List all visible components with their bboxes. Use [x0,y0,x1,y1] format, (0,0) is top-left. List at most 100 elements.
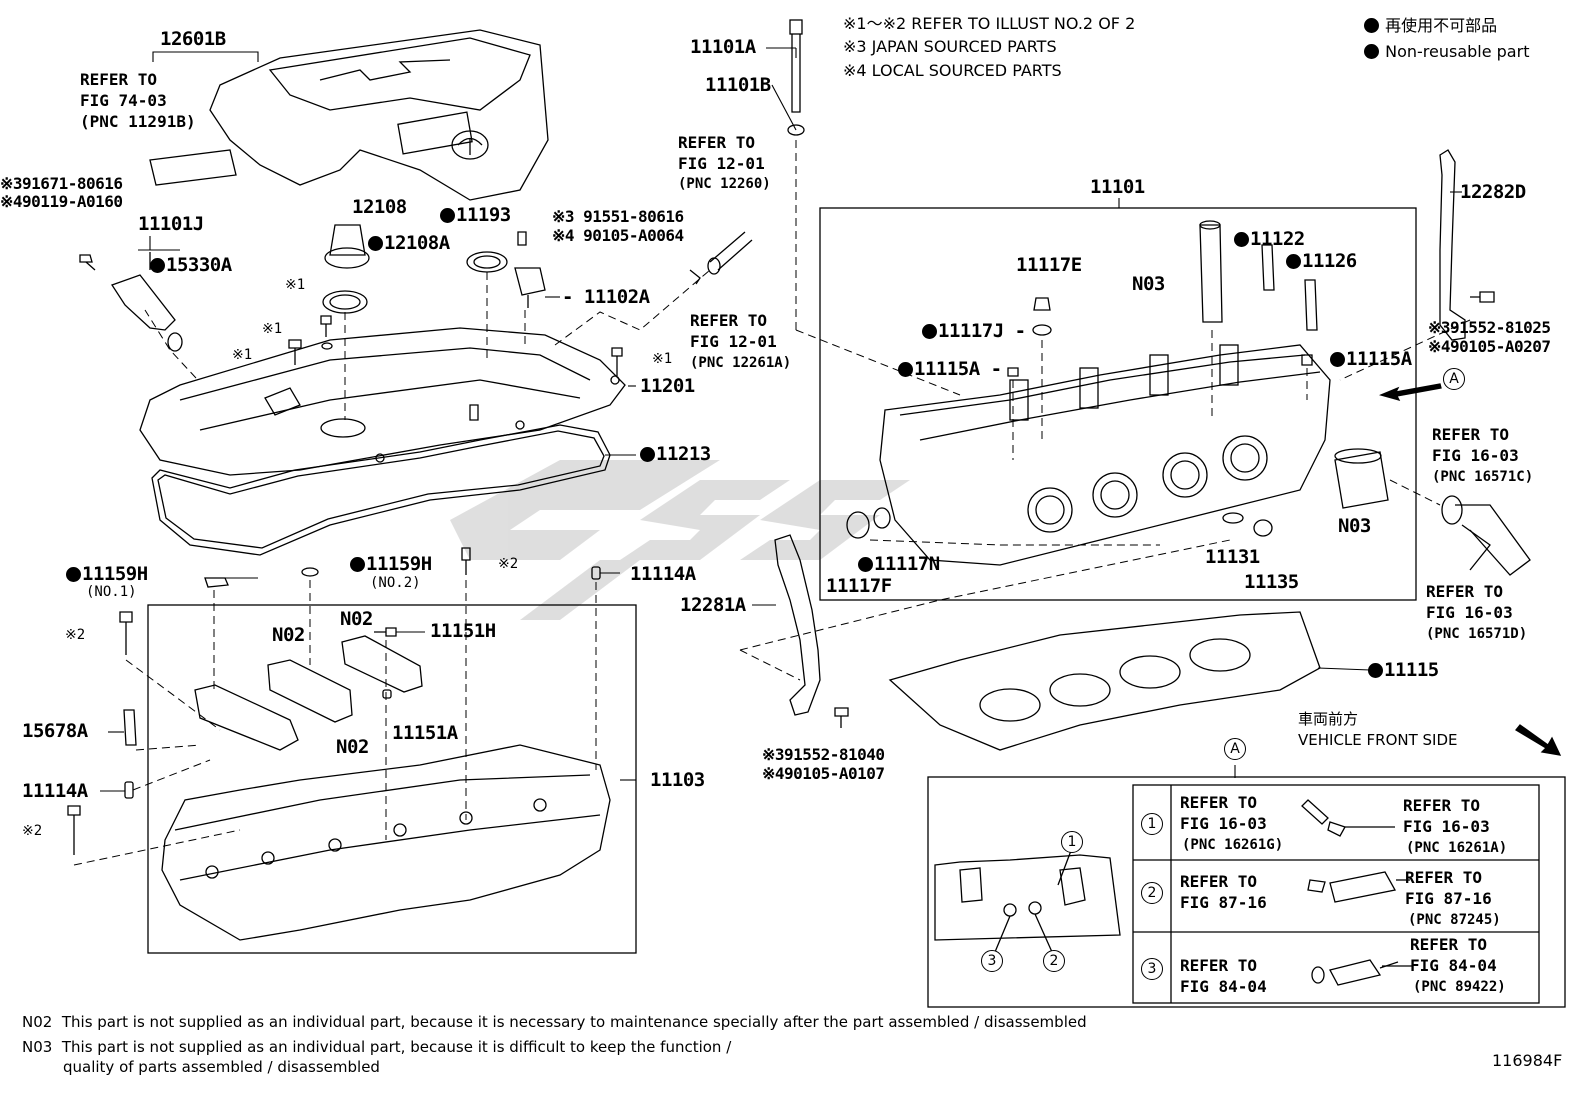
part-N03-upper[interactable]: N03 [1132,273,1165,295]
part-91552-81040[interactable]: ※391552-81040 [762,745,885,764]
cam-housing [161,744,611,941]
detail-row-1-left-3: (PNC 16261G) [1182,837,1284,853]
part-15330A[interactable]: 15330A [150,256,232,275]
symbol-1-c: ※1 [232,347,253,363]
figure-id: 116984F [1492,1051,1563,1070]
detail-row-3-left-2: FIG 84-04 [1180,977,1267,996]
part-11101A[interactable]: 11101A [690,36,756,58]
part-N03-lower[interactable]: N03 [1338,515,1371,537]
part-11103[interactable]: 11103 [650,769,705,791]
part-12281A[interactable]: 12281A [680,594,746,616]
detail-row-2-left-1: REFER TO [1180,872,1258,891]
head-bolt [787,19,805,136]
part-11159H-no2[interactable]: 11159H [350,555,432,574]
non-reusable-dot-icon [350,557,365,572]
ref-fig-16-03-c-line2: FIG 16-03 [1432,446,1519,465]
part-11151A[interactable]: 11151A [392,722,458,744]
part-12282D[interactable]: 12282D [1460,181,1526,203]
spark-plug-seal [466,251,508,273]
cam-sensor [514,231,546,308]
ref-fig-16-03-c-line3: (PNC 16571C) [1432,469,1534,485]
detail-row-2-right-2: FIG 87-16 [1405,889,1492,908]
non-reusable-dot-icon [66,567,81,582]
part-11201[interactable]: 11201 [640,375,695,397]
part-11115A-left[interactable]: 11115A - [898,360,1002,379]
part-11101J[interactable]: 11101J [138,213,204,235]
ref-fig-12-01-b-line3: (PNC 12261A) [690,355,792,371]
part-90105-A0064[interactable]: ※4 90105-A0064 [552,226,684,245]
cup-sleeve [1334,448,1389,509]
part-11193[interactable]: 11193 [440,206,511,225]
detail-row-2-right-1: REFER TO [1405,868,1483,887]
part-11117E[interactable]: 11117E [1016,254,1082,276]
ref-fig-12-01-b-line2: FIG 12-01 [690,332,777,351]
detail-row-3-right-2: FIG 84-04 [1410,956,1497,975]
symbol-1-a: ※1 [285,277,306,293]
part-91551-80616[interactable]: ※3 91551-80616 [552,207,684,226]
footnote-n02: N02 This part is not supplied as an indi… [22,1015,1087,1030]
water-hose [1441,495,1531,576]
part-15678A[interactable]: 15678A [22,720,88,742]
part-N02-a[interactable]: N02 [272,624,305,646]
vehicle-front-arrow [1515,724,1562,756]
symbol-2-c: ※2 [22,823,43,839]
part-11101[interactable]: 11101 [1090,176,1145,198]
part-11117N[interactable]: 11117N [858,555,940,574]
part-91671-80616[interactable]: ※391671-80616 [0,174,123,193]
footnote-n03-text: This part is not supplied as an individu… [61,1038,732,1056]
cam-housing-frame [147,604,637,954]
detail-callout-3: 3 [981,950,1003,972]
symbol-2-b: ※2 [65,627,86,643]
detail-row-2-right-3: (PNC 87245) [1408,912,1501,928]
ref-fig-74-03-line1: REFER TO [80,70,158,89]
part-90105-A0107[interactable]: ※490105-A0107 [762,764,885,783]
cylinder-head-frame [819,207,1417,601]
part-12108A[interactable]: 12108A [368,234,450,253]
part-11213[interactable]: 11213 [640,445,711,464]
part-11159H-no1[interactable]: 11159H [66,565,148,584]
footnote-n03: N03 This part is not supplied as an indi… [22,1040,731,1055]
part-11135[interactable]: 11135 [1244,571,1299,593]
part-11101B[interactable]: 11101B [705,74,771,96]
detail-row-1-left-2: FIG 16-03 [1180,814,1267,833]
non-reusable-dot-icon [1364,18,1379,33]
detail-a-parts [1301,799,1412,986]
ref-fig-16-03-d-line2: FIG 16-03 [1426,603,1513,622]
hose-clamp [689,231,753,285]
part-N02-b[interactable]: N02 [340,608,373,630]
part-91552-81025[interactable]: ※391552-81025 [1428,318,1551,337]
part-11122[interactable]: 11122 [1234,230,1305,249]
part-12108[interactable]: 12108 [352,196,407,218]
part-90105-A0207[interactable]: ※490105-A0207 [1428,337,1551,356]
engine-hanger-front [774,534,849,728]
part-11115A-right-label: 11115A [1346,348,1412,370]
part-11115[interactable]: 11115 [1368,661,1439,680]
legend-en: Non-reusable part [1364,44,1529,60]
part-90119-A0160[interactable]: ※490119-A0160 [0,192,123,211]
non-reusable-dot-icon [1286,254,1301,269]
part-11122-label: 11122 [1250,228,1305,250]
head-gasket [888,611,1321,751]
detail-row-1-left-1: REFER TO [1180,793,1258,812]
no1-note: (NO.1) [86,584,137,600]
part-11102A[interactable]: - 11102A [562,286,650,308]
part-11114A-left[interactable]: 11114A [22,780,88,802]
ref-fig-16-03-c-line1: REFER TO [1432,425,1510,444]
non-reusable-dot-icon [858,557,873,572]
part-11117J[interactable]: 11117J - [922,322,1026,341]
part-11115A-right[interactable]: 11115A [1330,350,1412,369]
part-11114A-top[interactable]: 11114A [630,563,696,585]
footnote-n02-text: This part is not supplied as an individu… [61,1013,1087,1031]
part-11151H[interactable]: 11151H [430,620,496,642]
part-11126[interactable]: 11126 [1286,252,1357,271]
part-12601B[interactable]: 12601B [160,28,226,50]
part-N02-c[interactable]: N02 [336,736,369,758]
footnote-n03-cont: quality of parts assembled / disassemble… [63,1058,380,1076]
part-11131[interactable]: 11131 [1205,546,1260,568]
view-a-callout: A [1443,368,1465,390]
part-11117F[interactable]: 11117F [826,575,892,597]
detail-a-sketch [934,847,1121,953]
detail-row-3-right-3: (PNC 89422) [1413,979,1506,995]
non-reusable-dot-icon [922,324,937,339]
